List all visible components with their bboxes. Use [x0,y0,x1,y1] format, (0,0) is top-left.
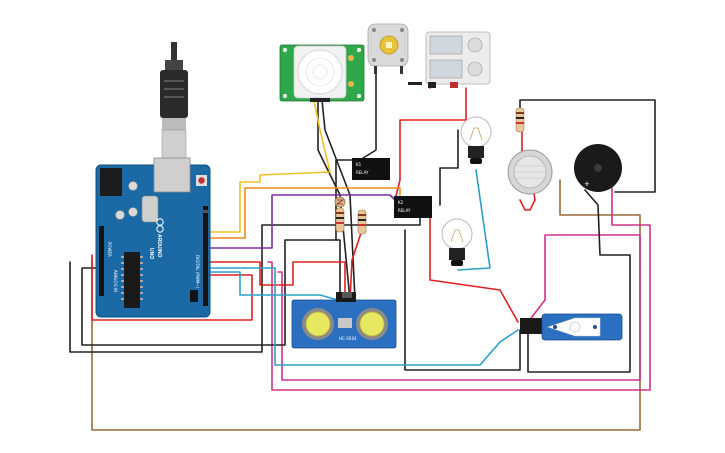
light-bulb-icon[interactable] [441,218,473,266]
ultrasonic-sensor-icon[interactable]: HC-SR04 [291,292,397,349]
wire-purple [207,194,396,249]
connector-blocks [342,292,352,298]
wire-black-5 [527,189,631,373]
arduino-model-label: UNO [148,248,154,259]
pir-sensor-icon[interactable] [279,44,365,102]
wire-black-2 [81,239,341,346]
wire-black-3 [404,229,521,371]
wire-teal-1 [207,267,519,366]
relay-icon[interactable]: K2 RELAY [394,196,432,218]
wires [69,59,656,431]
wire-yellow [207,99,331,233]
wire-black-9 [321,99,356,301]
wire-red-4 [429,209,519,323]
svg-text:RELAY: RELAY [356,170,369,175]
arduino-brand-label: ARDUINO [156,234,162,257]
ultrasonic-label: HC-SR04 [339,336,357,341]
relay-icon[interactable]: K1 RELAY [352,158,390,180]
resistor-icon [515,107,525,133]
arduino-uno-board[interactable]: ARDUINO UNO DIGITAL (PWM~) POWER ANALOG … [95,157,211,318]
wire-red-3 [394,87,467,201]
wire-red-2 [207,261,346,301]
svg-text:K2: K2 [398,200,404,205]
analog-header-label: ANALOG IN [113,270,118,292]
wire-orange [207,187,401,239]
usb-cable-icon [160,42,188,161]
piezo-buzzer-icon[interactable]: + [574,144,622,192]
light-bulb-icon[interactable] [460,116,492,164]
wire-black-1 [69,204,421,353]
power-supply-icon[interactable] [408,31,491,88]
dc-motor-icon[interactable] [367,23,409,74]
digital-header-label: DIGITAL (PWM~) [195,255,200,289]
power-header-label: POWER [107,242,112,257]
resistor-icon [335,207,345,233]
wire-red-6 [349,229,363,301]
gas-sensor-icon[interactable] [507,149,553,195]
wire-black-8 [439,129,459,206]
svg-text:+: + [584,180,590,188]
micro-servo-icon[interactable] [520,313,623,341]
wire-teal-3 [207,271,339,301]
wire-teal-2 [457,169,491,271]
resistor-icon [357,209,367,235]
wire-magenta-1 [267,179,651,391]
svg-text:RELAY: RELAY [398,208,411,213]
photoresistor-icon [334,196,346,208]
wire-magenta-2 [277,234,641,381]
svg-text:K1: K1 [356,162,362,167]
